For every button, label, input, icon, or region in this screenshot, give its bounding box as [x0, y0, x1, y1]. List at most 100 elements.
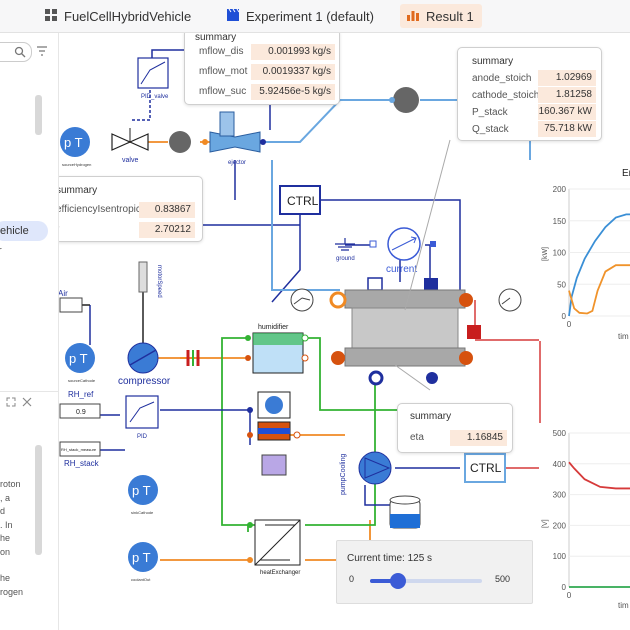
svg-text:RH_stack: RH_stack: [64, 459, 100, 468]
svg-text:sourceCathode: sourceCathode: [68, 378, 96, 383]
time-slider-thumb[interactable]: [390, 573, 406, 589]
series-line-1: [568, 264, 630, 315]
summary-row-value: 160.367 kW: [538, 104, 596, 120]
svg-text:pumpCooling: pumpCooling: [340, 454, 347, 495]
slider-min-label: 0: [349, 574, 355, 584]
tab-label: Result 1: [426, 8, 474, 24]
time-slider-track[interactable]: [370, 573, 482, 589]
rh-ref-const[interactable]: [59, 403, 101, 419]
tree-item-fragment[interactable]: r: [0, 245, 2, 257]
summary-row-value: 0.83867: [139, 202, 195, 218]
tree-item-selected[interactable]: ehicle: [0, 221, 48, 241]
summary-row-label: mflow_dis: [199, 46, 244, 57]
pt-label: p T: [64, 135, 83, 150]
svg-text:current: current: [386, 264, 417, 275]
y-tick-label: 150: [553, 217, 567, 226]
svg-text:heatExchanger: heatExchanger: [260, 570, 300, 576]
search-input[interactable]: [0, 42, 32, 62]
y-tick-label: 300: [553, 491, 567, 500]
motor-speed[interactable]: [138, 261, 148, 293]
source-cathode-pt[interactable]: [65, 343, 95, 373]
pressure-sensor-left[interactable]: [290, 288, 314, 312]
plot-top-title: En: [622, 168, 630, 179]
svg-text:RH_ref: RH_ref: [68, 390, 94, 399]
filter-icon[interactable]: [36, 45, 48, 57]
volume-1[interactable]: [169, 131, 191, 153]
y-tick-label: 400: [553, 460, 567, 469]
svg-text:PID: PID: [137, 434, 148, 440]
svg-text:CTRL: CTRL: [470, 461, 502, 475]
svg-text:Air: Air: [59, 289, 68, 298]
stack-pin-n[interactable]: [424, 278, 438, 290]
ctrl-block-top[interactable]: [279, 185, 321, 215]
diagram-canvas[interactable]: PID_valve p T sourceHydrogen valve eject…: [59, 33, 630, 630]
stack-cathode[interactable]: [344, 347, 466, 367]
plot-bottom-xlabel: tim: [618, 601, 629, 610]
tab-result[interactable]: Result 1: [400, 4, 482, 28]
ground: [335, 238, 355, 251]
control-lines: [89, 244, 460, 506]
tab-model[interactable]: FuelCellHybridVehicle: [38, 4, 197, 28]
tab-label: Experiment 1 (default): [246, 8, 374, 24]
air-source[interactable]: [59, 297, 83, 313]
volume-2[interactable]: [393, 87, 419, 113]
y-tick-label: 500: [553, 429, 567, 438]
summary-row-value: 0.001993 kg/s: [251, 44, 335, 60]
time-slider-fill: [370, 579, 398, 583]
coolant-out-pt[interactable]: [128, 542, 158, 572]
time-player-panel: Current time: 125 s 0 500: [336, 540, 533, 604]
ejector[interactable]: [209, 131, 261, 153]
svg-text:compressor: compressor: [118, 376, 171, 387]
close-icon[interactable]: [22, 397, 32, 407]
tab-experiment[interactable]: Experiment 1 (default): [220, 4, 380, 28]
doc-scrollbar-thumb[interactable]: [35, 445, 42, 555]
svg-text:0.9: 0.9: [76, 409, 86, 416]
summary-row-value: 1.81258: [538, 87, 596, 103]
ctrl-block-bottom[interactable]: [464, 453, 506, 483]
summary-title: summary: [472, 56, 514, 67]
summary-title: summary: [410, 411, 452, 422]
coolant-lines: [221, 337, 400, 532]
summary-row-label: efficiencyIsentropic: [59, 204, 141, 215]
description-text: roton , a d . In he on he rogen: [0, 479, 24, 597]
stack-temp-port[interactable]: [467, 325, 481, 339]
summary-stack: summary anode_stoich 1.02969 cathode_sto…: [457, 47, 602, 141]
pump-cooling[interactable]: [358, 451, 392, 485]
source-hydrogen-pt[interactable]: [60, 127, 90, 157]
summary-eta: summary eta 1.16845: [397, 403, 513, 453]
pressure-sensor-right[interactable]: [498, 288, 522, 312]
diagram-svg: PID_valve p T sourceHydrogen valve eject…: [59, 49, 541, 582]
svg-text:RH_stack_measure: RH_stack_measure: [61, 447, 97, 452]
panel-divider: [0, 391, 58, 392]
search-icon: [14, 46, 26, 58]
stack-anode[interactable]: [344, 289, 466, 309]
scrollbar-thumb[interactable]: [35, 95, 42, 135]
summary-row-value: 5.92456e-5 kg/s: [251, 84, 335, 100]
svg-text:ground: ground: [336, 256, 355, 262]
thermal-block[interactable]: [261, 454, 287, 476]
y-tick-label: 200: [553, 185, 567, 194]
summary-row-label: Q_stack: [472, 124, 509, 135]
rh-stack-measure[interactable]: [59, 441, 101, 457]
expand-icon[interactable]: [6, 397, 16, 407]
plot-top-ylabel: [kW]: [542, 247, 549, 261]
svg-text:ejector: ejector: [228, 160, 246, 166]
pid-block[interactable]: [125, 395, 159, 429]
summary-row-label: mflow_mot: [199, 66, 248, 77]
stack-pin-p[interactable]: [367, 277, 383, 291]
sink-cathode-pt[interactable]: [128, 475, 158, 505]
plot-bottom-ylabel: [V]: [542, 519, 549, 528]
y-tick-label: 50: [557, 280, 566, 289]
x-tick-label: 0: [567, 591, 572, 600]
summary-row-label: mflow_suc: [199, 86, 247, 97]
fuel-cell-stack[interactable]: [351, 307, 459, 349]
svg-text:sourceHydrogen: sourceHydrogen: [62, 162, 91, 167]
y-tick-label: 200: [553, 521, 567, 530]
summary-row-value: 0.0019337 kg/s: [251, 64, 335, 80]
